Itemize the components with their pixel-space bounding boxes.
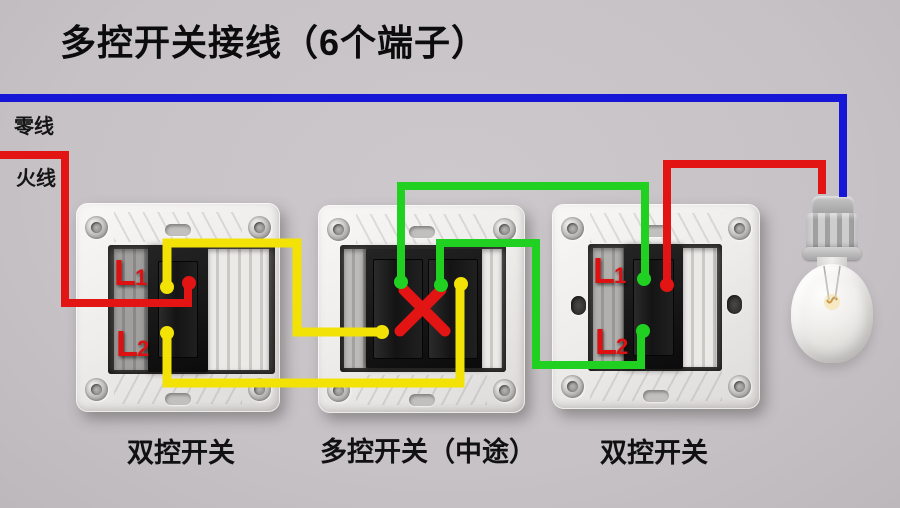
mounting-slot bbox=[165, 393, 191, 405]
screw-icon bbox=[728, 375, 751, 398]
screw-icon bbox=[327, 218, 350, 241]
screw-icon bbox=[248, 378, 271, 401]
frame-ribs bbox=[208, 249, 269, 370]
side-slot bbox=[727, 295, 742, 314]
switch-mechanism bbox=[148, 247, 208, 372]
switch-mechanism bbox=[366, 249, 485, 368]
switch-rocker bbox=[633, 259, 674, 356]
switch-recess bbox=[340, 245, 506, 372]
mounting-slot bbox=[408, 226, 435, 238]
screw-icon bbox=[327, 379, 350, 402]
lamp-socket bbox=[806, 213, 858, 251]
screw-icon bbox=[493, 218, 516, 241]
switch-plate-right bbox=[552, 204, 760, 409]
switch-caption-middle: 多控开关（中途） bbox=[320, 437, 536, 467]
terminal-label-left-l1: L1 bbox=[114, 252, 147, 293]
bulb-glass bbox=[791, 264, 873, 363]
screw-icon bbox=[248, 216, 271, 239]
terminal-label-right-l1: L1 bbox=[593, 250, 626, 291]
screw-icon bbox=[561, 217, 584, 240]
bulb-filament-icon bbox=[823, 265, 841, 310]
switch-caption-left: 双控开关 bbox=[127, 438, 235, 468]
neutral-wire-label: 零线 bbox=[14, 116, 54, 138]
screw-icon bbox=[85, 216, 108, 239]
switch-rocker bbox=[428, 259, 478, 359]
mounting-slot bbox=[408, 394, 435, 406]
wire-neutral-blue bbox=[0, 94, 847, 197]
switch-rocker bbox=[158, 261, 198, 358]
switch-plate-middle bbox=[318, 205, 525, 413]
screw-icon bbox=[728, 217, 751, 240]
mounting-slot bbox=[643, 390, 669, 402]
switch-caption-right: 双控开关 bbox=[600, 438, 708, 468]
switch-plate-left bbox=[76, 203, 280, 412]
terminal-label-left-l2: L2 bbox=[116, 323, 149, 364]
switch-rocker bbox=[373, 259, 423, 359]
frame-ribs bbox=[344, 249, 366, 368]
mounting-slot bbox=[643, 225, 669, 237]
frame-ribs bbox=[482, 249, 502, 368]
page-title: 多控开关接线（6个端子） bbox=[60, 22, 489, 63]
side-slot bbox=[571, 296, 586, 315]
screw-icon bbox=[85, 378, 108, 401]
screw-icon bbox=[561, 375, 584, 398]
terminal-label-right-l2: L2 bbox=[595, 321, 628, 362]
frame-ribs bbox=[683, 248, 717, 367]
live-wire-label: 火线 bbox=[16, 168, 56, 190]
switch-mechanism bbox=[624, 246, 683, 369]
mounting-slot bbox=[165, 224, 191, 236]
screw-icon bbox=[493, 379, 516, 402]
